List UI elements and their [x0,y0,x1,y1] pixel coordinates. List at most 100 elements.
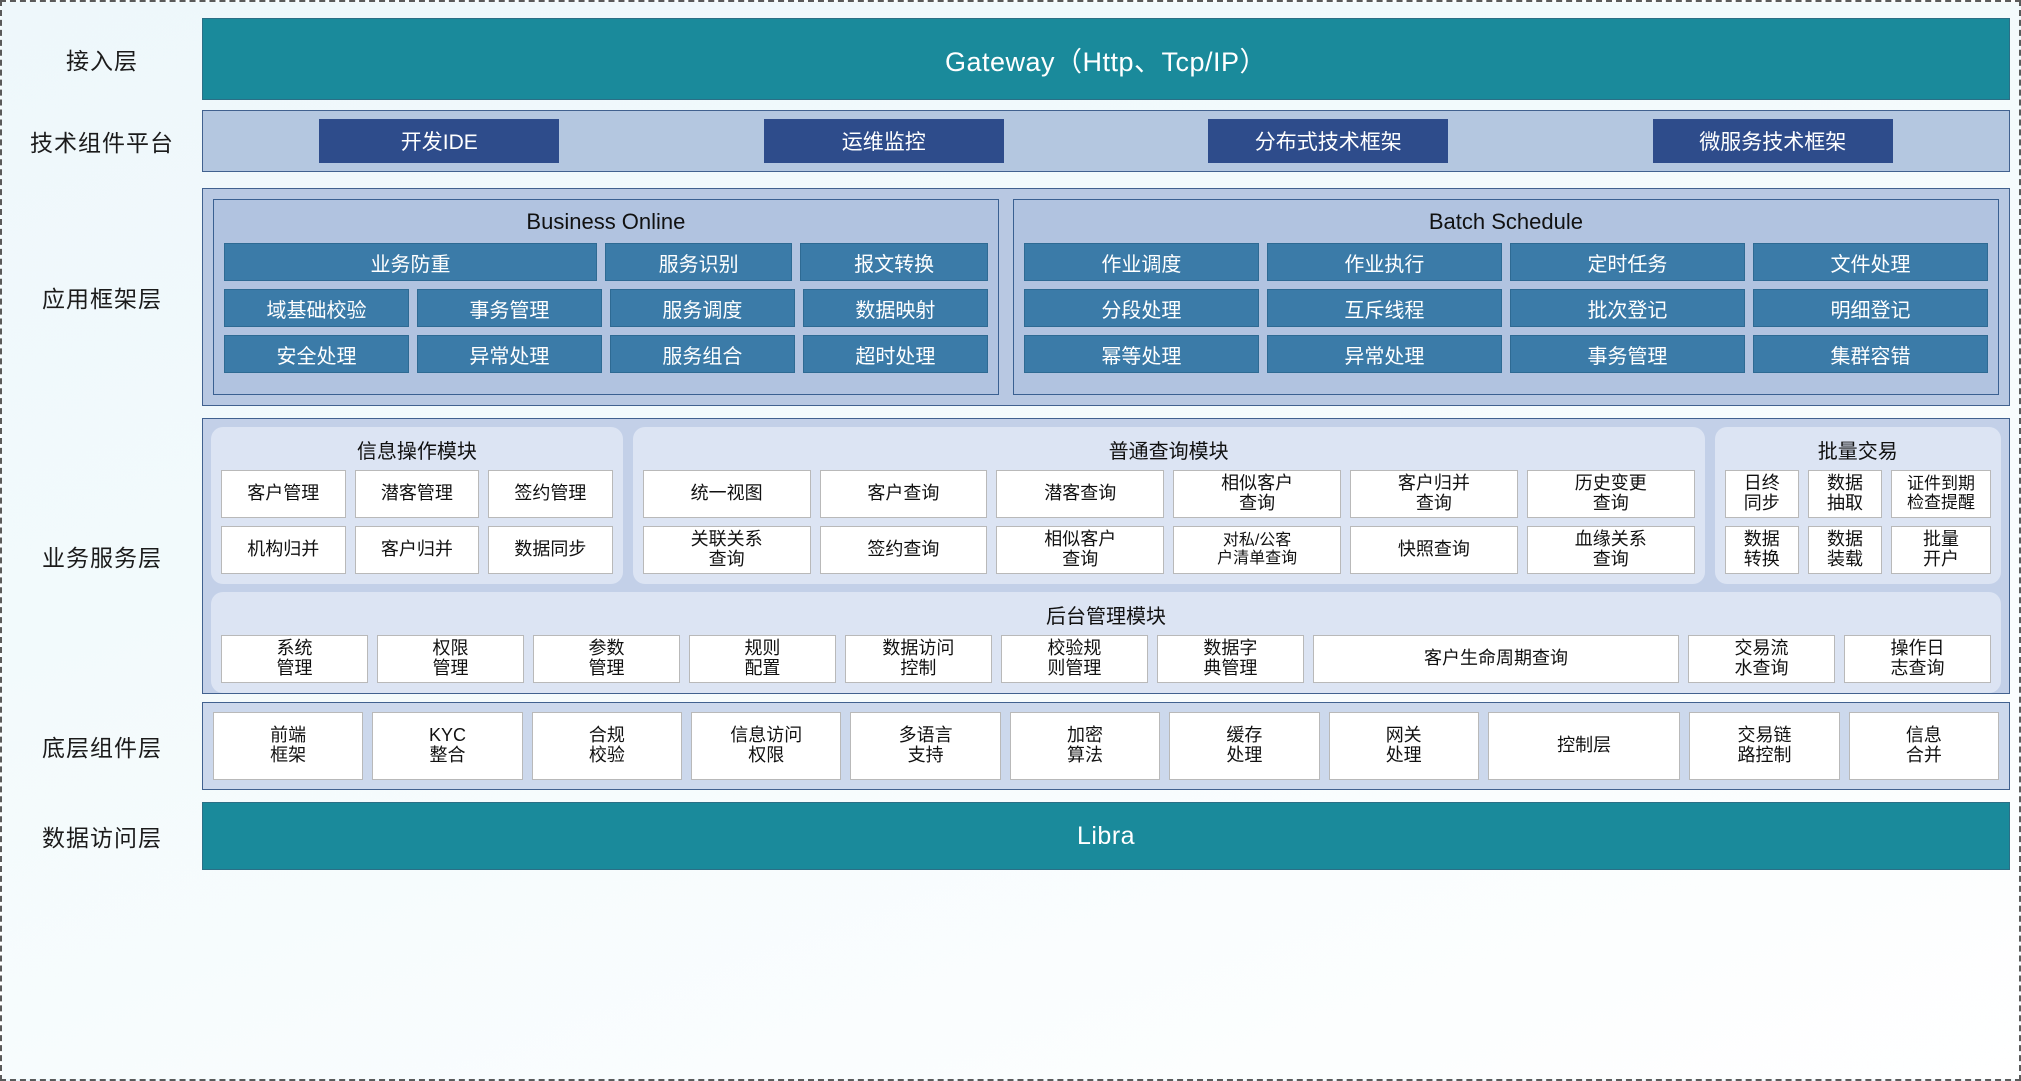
svc-cell-rizhong-tongbu[interactable]: 日终 同步 [1724,470,1799,518]
comp-cell-wangguan-chuli[interactable]: 网关 处理 [1328,712,1479,780]
tech-item-distributed[interactable]: 分布式技术框架 [1208,119,1449,163]
svc-cell-khguanli[interactable]: 客户管理 [221,470,346,518]
comp-cell-xinxi-hebing[interactable]: 信息 合并 [1848,712,2000,780]
fw-cell-baowenzhuanhuan[interactable]: 报文转换 [800,243,988,281]
svc-cell-zhengjian-daoqi[interactable]: 证件到期 检查提醒 [1891,470,1991,518]
fw-row: 幂等处理 异常处理 事务管理 集群容错 [1023,335,1989,373]
tech-platform-band: 开发IDE 运维监控 分布式技术框架 微服务技术框架 [202,110,2010,172]
svc-cell-caozuo-rizhi[interactable]: 操作日 志查询 [1844,635,1992,683]
svc-row: 客户管理 潜客管理 签约管理 [221,470,613,518]
svc-group-common-query: 普通查询模块 统一视图 客户查询 潜客查询 相似客户 查询 客户归并 查询 历史… [632,427,1705,584]
fw-cell-zuoyediaodu[interactable]: 作业调度 [1023,243,1259,281]
svc-cell-shuju-zhuangzai[interactable]: 数据 装载 [1807,526,1883,574]
svc-cell-guanlianguanxi-chaxun[interactable]: 关联关系 查询 [642,526,811,574]
svc-cell-xiangsikh-chaxun2[interactable]: 相似客户 查询 [996,526,1165,574]
svc-row: 日终 同步 数据 抽取 证件到期 检查提醒 [1724,470,1991,518]
tech-item-ops[interactable]: 运维监控 [763,119,1004,163]
comp-cell-jiaoyilianlu-kongzhi[interactable]: 交易链 路控制 [1689,712,1840,780]
svc-cell-canshu-guanli[interactable]: 参数 管理 [532,635,680,683]
svc-cell-khchaxun[interactable]: 客户查询 [819,470,988,518]
fw-row: 作业调度 作业执行 定时任务 文件处理 [1023,243,1989,281]
svc-cell-piliang-kaihu[interactable]: 批量 开户 [1891,526,1991,574]
svc-group-title-info-operation: 信息操作模块 [356,441,477,463]
svc-cell-xueyuanguanxi-chaxun[interactable]: 血缘关系 查询 [1526,526,1695,574]
svc-row: 数据 转换 数据 装载 批量 开户 [1724,526,1991,574]
fw-cell-jiqunrongcuo[interactable]: 集群容错 [1752,335,1989,373]
comp-cell-kongzhi-ceng[interactable]: 控制层 [1487,712,1681,780]
svc-cell-xitong-guanli[interactable]: 系统 管理 [221,635,368,683]
fw-cell-anquanchuli[interactable]: 安全处理 [224,335,409,373]
layer-label-access: 接入层 [66,48,138,74]
svc-cell-shuju-zhuanhuan[interactable]: 数据 转换 [1724,526,1799,574]
fw-cell-fuwudiaodu[interactable]: 服务调度 [609,289,795,327]
svc-group-info-operation: 信息操作模块 客户管理 潜客管理 签约管理 机构归并 客户归并 数据同步 [211,427,623,584]
svc-cell-xiangsikh-chaxun[interactable]: 相似客户 查询 [1173,470,1341,518]
svc-row: 关联关系 查询 签约查询 相似客户 查询 对私/公客 户清单查询 快照查询 血缘… [642,526,1695,574]
fw-cell-mingxidengji[interactable]: 明细登记 [1752,289,1989,327]
svc-cell-qkguanli[interactable]: 潜客管理 [354,470,480,518]
layer-tech-platform: 技术组件平台 开发IDE 运维监控 分布式技术框架 微服务技术框架 [2,110,2019,172]
fw-cell-yichangchuli[interactable]: 异常处理 [416,335,602,373]
svc-cell-jiaoyanguize-guanli[interactable]: 校验规 则管理 [1000,635,1148,683]
fw-cell-shiwuguanli[interactable]: 事务管理 [416,289,602,327]
svc-cell-shuju-chouqu[interactable]: 数据 抽取 [1807,470,1883,518]
fw-cell-yichangchuli-batch[interactable]: 异常处理 [1266,335,1502,373]
fw-cell-fuwushibie[interactable]: 服务识别 [604,243,793,281]
svc-cell-shujufangwen-kongzhi[interactable]: 数据访问 控制 [844,635,992,683]
svc-cell-qianyue-chaxun[interactable]: 签约查询 [819,526,988,574]
svc-row: 系统 管理 权限 管理 参数 管理 规则 配置 数据访问 控制 校验规 则管理 … [221,635,1992,683]
comp-cell-duoyuyan-zhichi[interactable]: 多语言 支持 [850,712,1001,780]
svc-cell-lishibiangeng-chaxun[interactable]: 历史变更 查询 [1526,470,1695,518]
layer-access: 接入层 Gateway（Http、Tcp/IP） [2,18,2019,100]
svc-cell-kehu-shengmingzhouqi[interactable]: 客户生命周期查询 [1312,635,1680,683]
fw-cell-picidengji[interactable]: 批次登记 [1509,289,1745,327]
fw-cell-shujuyingshe[interactable]: 数据映射 [802,289,988,327]
svc-group-title-batch-transaction: 批量交易 [1817,441,1898,463]
comp-cell-qianduan-kuangjia[interactable]: 前端 框架 [213,712,364,780]
svc-cell-jiaoyi-liushui[interactable]: 交易流 水查询 [1688,635,1836,683]
svc-cell-quanxian-guanli[interactable]: 权限 管理 [376,635,524,683]
layer-body-access: Gateway（Http、Tcp/IP） [202,18,2019,100]
comp-cell-xinxifangwen-quanxian[interactable]: 信息访问 权限 [691,712,842,780]
svc-row: 机构归并 客户归并 数据同步 [221,526,613,574]
fw-cell-wenjianchuli[interactable]: 文件处理 [1752,243,1989,281]
comp-cell-hegui-xiaoyan[interactable]: 合规 校验 [531,712,683,780]
libra-bar: Libra [202,802,2010,870]
fw-cell-yewufangzhong[interactable]: 业务防重 [224,243,597,281]
fw-cell-huchixiancheng[interactable]: 互斥线程 [1266,289,1502,327]
svc-group-backend-management: 后台管理模块 系统 管理 权限 管理 参数 管理 规则 配置 数据访问 控制 校… [211,592,2001,693]
svc-cell-shujuzidian-guanli[interactable]: 数据字 典管理 [1156,635,1304,683]
fw-group-title-batch-schedule: Batch Schedule [1428,209,1583,234]
comp-cell-kyc-zhenghe[interactable]: KYC 整合 [372,712,523,780]
svc-cell-qkchaxun[interactable]: 潜客查询 [996,470,1165,518]
fw-cell-fenduanchuli[interactable]: 分段处理 [1023,289,1259,327]
svc-cell-jgguibing[interactable]: 机构归并 [221,526,346,574]
svc-group-batch-transaction: 批量交易 日终 同步 数据 抽取 证件到期 检查提醒 数据 转换 数据 装载 批… [1714,427,2001,584]
layer-body-bottom-components: 前端 框架 KYC 整合 合规 校验 信息访问 权限 多语言 支持 加密 算法 … [202,702,2019,790]
svc-cell-guize-peizhi[interactable]: 规则 配置 [688,635,836,683]
tech-item-ide[interactable]: 开发IDE [319,119,560,163]
fw-cell-zuoyezhixing[interactable]: 作业执行 [1266,243,1502,281]
layer-bottom-components: 底层组件层 前端 框架 KYC 整合 合规 校验 信息访问 权限 多语言 支持 … [2,702,2019,790]
svc-cell-khguibing[interactable]: 客户归并 [354,526,480,574]
fw-cell-chaoshichuli[interactable]: 超时处理 [802,335,988,373]
svc-cell-kuaizhao-chaxun[interactable]: 快照查询 [1350,526,1518,574]
svc-cell-sjtongbu[interactable]: 数据同步 [488,526,613,574]
fw-cell-dingshirenwu[interactable]: 定时任务 [1509,243,1745,281]
fw-row: 业务防重 服务识别 报文转换 [224,243,988,281]
layer-label-data-access: 数据访问层 [42,825,162,851]
svc-cell-qyguanli[interactable]: 签约管理 [488,470,613,518]
fw-group-batch-schedule: Batch Schedule 作业调度 作业执行 定时任务 文件处理 分段处理 … [1012,199,1999,395]
fw-cell-shiwuguanli-batch[interactable]: 事务管理 [1509,335,1745,373]
comp-cell-huancun-chuli[interactable]: 缓存 处理 [1169,712,1320,780]
layer-label-app-framework: 应用框架层 [42,286,162,312]
layer-body-data-access: Libra [202,802,2019,870]
svc-cell-tongyishitu[interactable]: 统一视图 [642,470,811,518]
comp-cell-jiami-suanfa[interactable]: 加密 算法 [1009,712,1161,780]
fw-cell-midengchuli[interactable]: 幂等处理 [1023,335,1259,373]
tech-item-microservice[interactable]: 微服务技术框架 [1652,119,1893,163]
svc-cell-duisigongke-qingdan[interactable]: 对私/公客 户清单查询 [1173,526,1341,574]
fw-cell-fuwuzuhe[interactable]: 服务组合 [609,335,795,373]
fw-cell-yujichuxiaoyan[interactable]: 域基础校验 [224,289,409,327]
svc-cell-khguibing-chaxun[interactable]: 客户归并 查询 [1350,470,1518,518]
